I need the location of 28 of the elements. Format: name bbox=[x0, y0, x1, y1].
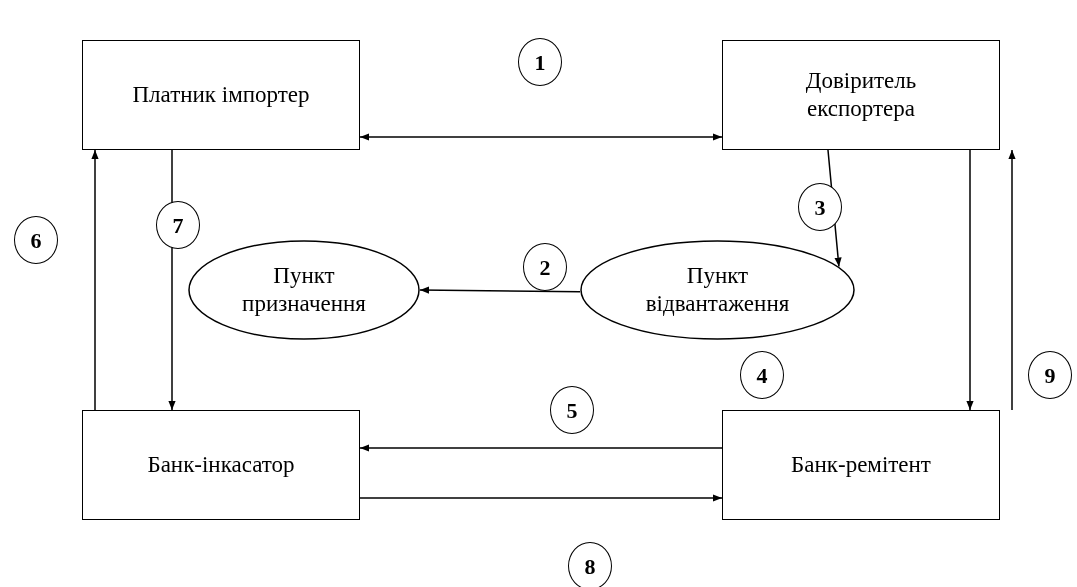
arrow bbox=[1008, 149, 1016, 411]
participant-box bbox=[722, 410, 1000, 520]
node-label: Банк-інкасатор bbox=[147, 451, 295, 479]
step-number: 7 bbox=[156, 201, 200, 249]
node-label: Платник імпортер bbox=[132, 81, 310, 109]
step-number: 5 bbox=[550, 386, 594, 434]
arrow bbox=[359, 133, 723, 141]
step-number: 2 bbox=[523, 243, 567, 291]
arrow bbox=[419, 286, 581, 294]
participant-box bbox=[82, 410, 360, 520]
step-number: 4 bbox=[740, 351, 784, 399]
location-ellipse bbox=[188, 240, 420, 340]
participant-box bbox=[722, 40, 1000, 150]
node-label: Банк-ремітент bbox=[791, 451, 931, 479]
arrow bbox=[359, 444, 723, 452]
step-number: 1 bbox=[518, 38, 562, 86]
step-number: 9 bbox=[1028, 351, 1072, 399]
node-label: Пункт відвантаження bbox=[644, 262, 791, 318]
location-ellipse bbox=[580, 240, 855, 340]
step-number: 6 bbox=[14, 216, 58, 264]
step-number: 8 bbox=[568, 542, 612, 587]
arrow bbox=[91, 149, 99, 411]
node-label: Пункт призначення bbox=[241, 262, 367, 318]
node-label: Довіритель експортера bbox=[804, 67, 918, 123]
step-number: 3 bbox=[798, 183, 842, 231]
arrow bbox=[966, 149, 974, 411]
participant-box bbox=[82, 40, 360, 150]
arrow bbox=[359, 494, 723, 502]
